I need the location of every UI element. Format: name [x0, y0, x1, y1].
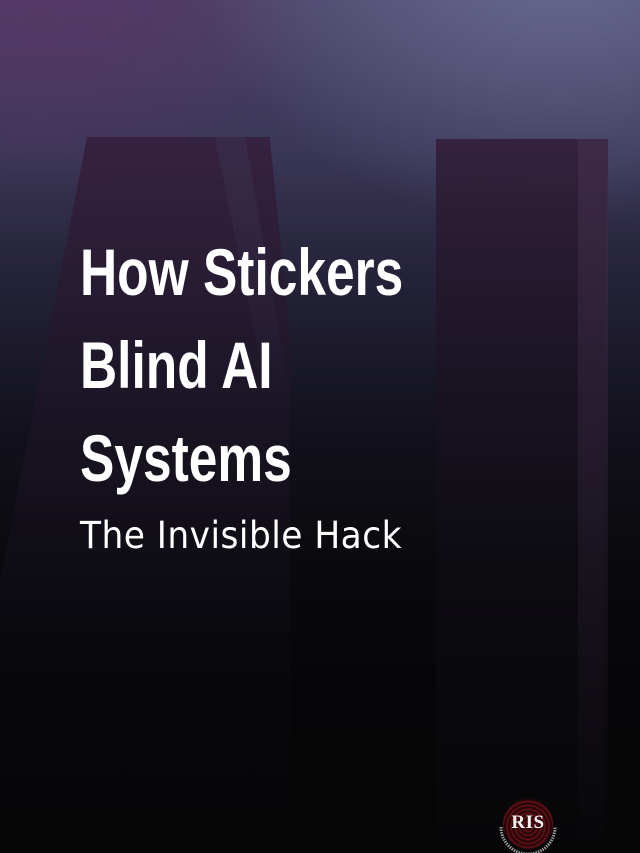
background-letter-i-edge: [578, 139, 608, 853]
logo-text: RIS: [511, 812, 545, 833]
fingerprint-seal-icon: [503, 799, 553, 849]
headline-line-3: Systems: [80, 421, 292, 495]
headline: How Stickers Blind AI Systems: [80, 226, 595, 505]
publisher-logo[interactable]: RIS: [497, 799, 559, 853]
subtitle: The Invisible Hack: [80, 514, 402, 557]
title-block: How Stickers Blind AI Systems: [80, 226, 600, 505]
headline-line-2: Blind AI: [80, 328, 273, 402]
headline-line-1: How Stickers: [80, 235, 404, 309]
logo-arc-icon: [499, 826, 557, 853]
